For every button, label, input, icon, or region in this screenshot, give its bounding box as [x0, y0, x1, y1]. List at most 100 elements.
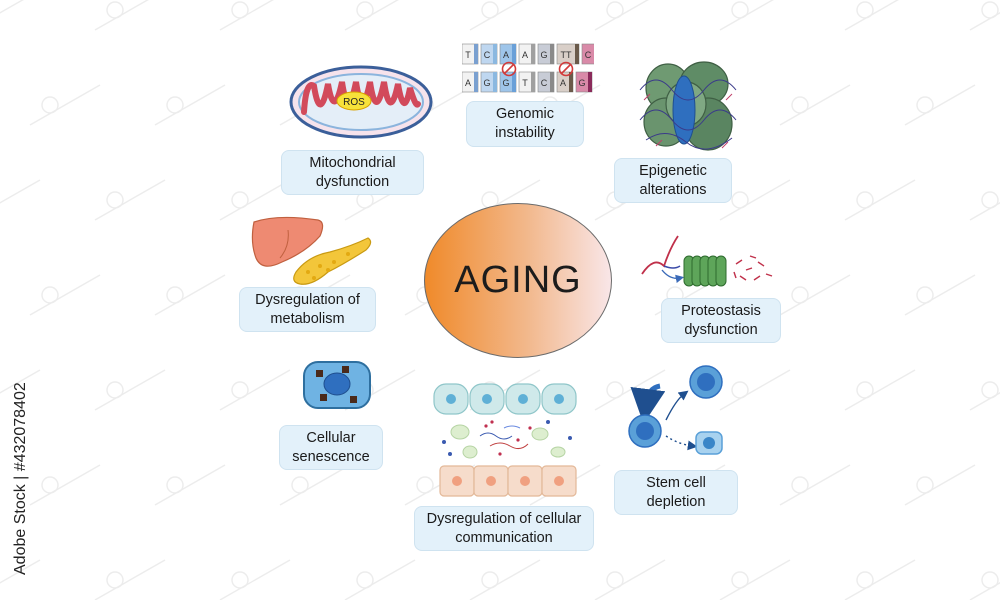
watermark-stroke	[219, 0, 274, 31]
watermark-ring	[606, 1, 624, 19]
dna-base-stripe	[493, 44, 497, 64]
label-cellular-senescence: Cellular senescence	[279, 425, 383, 470]
liver-pancreas-icon	[251, 216, 372, 285]
label-mitochondrial-dysfunction: Mitochondrial dysfunction	[281, 150, 424, 195]
watermark-stroke	[154, 84, 226, 126]
watermark-stroke	[469, 0, 524, 31]
label-line: dysfunction	[315, 173, 390, 190]
watermark-stroke	[844, 179, 916, 221]
watermark-stroke	[279, 464, 351, 506]
watermark-stroke	[94, 179, 166, 221]
dna-base-letter: A	[560, 78, 566, 88]
watermark-stroke	[594, 559, 666, 600]
watermark-ring	[791, 96, 809, 114]
label-line: Dysregulation of cellular	[426, 510, 582, 527]
dna-base-stripe	[531, 72, 535, 92]
watermark-stroke	[219, 369, 291, 411]
watermark-ring	[166, 96, 184, 114]
watermark-stroke	[29, 274, 101, 316]
dna-base-stripe	[569, 72, 573, 92]
proteasome-icon	[641, 235, 773, 287]
mitochondrion-icon: ROS	[289, 65, 433, 139]
watermark-stroke	[344, 0, 399, 31]
dna-base-letter: G	[578, 78, 585, 88]
watermark-stroke	[29, 464, 101, 506]
dna-base-letter: G	[502, 78, 509, 88]
mismatch-icon	[558, 61, 574, 77]
dna-base-stripe	[493, 72, 497, 92]
senescent-cell-icon	[303, 361, 371, 409]
watermark-stroke	[0, 179, 41, 204]
label-line: dysfunction	[684, 321, 758, 338]
dna-base-stripe	[531, 44, 535, 64]
watermark-stroke	[779, 464, 851, 506]
watermark-ring	[606, 381, 624, 399]
watermark-ring	[481, 571, 499, 589]
watermark-ring	[41, 476, 59, 494]
label-epigenetic-alterations: Epigenetic alterations	[614, 158, 732, 203]
watermark-ring	[41, 96, 59, 114]
dna-base-stripe	[588, 72, 592, 92]
watermark-ring	[731, 571, 749, 589]
watermark-stroke	[154, 464, 226, 506]
stem-cell-icon	[628, 365, 723, 455]
watermark-ring	[731, 1, 749, 19]
watermark-ring	[416, 476, 434, 494]
watermark-stroke	[969, 202, 1000, 221]
watermark-stroke	[969, 12, 1000, 31]
label-line: Stem cell	[646, 474, 706, 491]
label-line: Cellular	[306, 429, 356, 446]
watermark-ring	[481, 1, 499, 19]
watermark-ring	[731, 191, 749, 209]
dna-base-stripe	[512, 44, 516, 64]
watermark-stroke	[0, 559, 41, 584]
watermark-ring	[981, 191, 999, 209]
watermark-ring	[106, 1, 124, 19]
dna-base-letter: C	[585, 50, 592, 60]
watermark-ring	[356, 571, 374, 589]
watermark-ring	[791, 286, 809, 304]
watermark-ring	[41, 286, 59, 304]
dna-base-box	[581, 43, 594, 65]
watermark-ring	[856, 571, 874, 589]
label-line: Dysregulation of	[255, 291, 360, 308]
dna-base-stripe	[575, 44, 579, 64]
watermark-stroke	[469, 559, 541, 600]
label-line: instability	[495, 125, 555, 141]
label-line: metabolism	[270, 310, 345, 327]
watermark-stroke	[904, 84, 976, 126]
label-line: communication	[455, 529, 553, 546]
watermark-ring	[856, 381, 874, 399]
watermark-stroke	[29, 84, 101, 126]
watermark-stroke	[219, 559, 291, 600]
watermark-ring	[231, 571, 249, 589]
watermark-stroke	[969, 582, 1000, 600]
watermark-ring	[166, 476, 184, 494]
watermark-stroke	[719, 369, 791, 411]
dna-base-stripe	[550, 72, 554, 92]
label-genomic-instability: Genomic instability	[466, 101, 584, 147]
dna-base-stripe	[474, 44, 478, 64]
watermark-ring	[981, 381, 999, 399]
dna-base-letter: A	[522, 50, 528, 60]
label-stem-cell-depletion: Stem cell depletion	[614, 470, 738, 515]
watermark-stroke	[344, 559, 416, 600]
watermark-ring	[291, 476, 309, 494]
watermark-stroke	[904, 274, 976, 316]
label-line: alterations	[639, 181, 707, 198]
watermark-ring	[231, 381, 249, 399]
watermark-ring	[231, 191, 249, 209]
label-line: Genomic	[495, 106, 555, 122]
watermark-ring	[916, 286, 934, 304]
watermark-stroke	[94, 559, 166, 600]
watermark-stroke	[969, 392, 1000, 411]
dna-base-letter: C	[541, 78, 548, 88]
label-line: Epigenetic	[639, 162, 707, 179]
dna-base-letter: A	[465, 78, 471, 88]
watermark-stroke	[0, 369, 41, 394]
dna-base-letter: T	[522, 78, 528, 88]
label-line: depletion	[646, 493, 706, 510]
watermark-stroke	[594, 0, 649, 31]
watermark-stroke	[719, 0, 774, 31]
